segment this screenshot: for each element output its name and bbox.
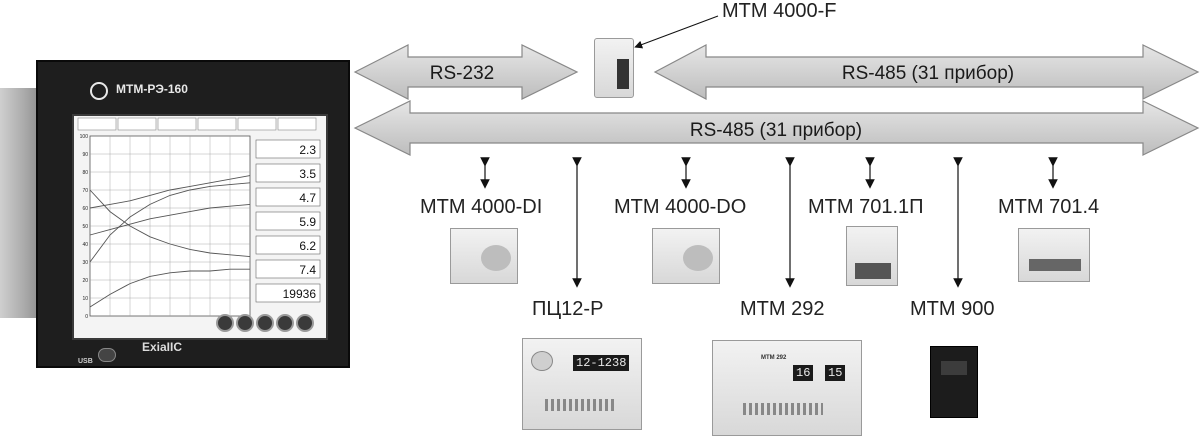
screen-tab (197, 117, 237, 131)
m292-panel: МТМ 292 16 15 (712, 340, 862, 436)
device-label-pc12: ПЦ12-Р (532, 298, 604, 320)
m900-device (930, 346, 978, 418)
recorder-trend-graph: 10090807060504030201002.33.54.75.96.27.4… (77, 117, 321, 320)
screen-tab (277, 117, 317, 131)
screen-y-tick: 20 (82, 278, 88, 284)
m292-display-left: 16 (793, 365, 814, 381)
device-label-900: МТМ 900 (910, 298, 995, 320)
module-701-4-image (1018, 228, 1090, 282)
module-do-logo (683, 245, 713, 271)
module-701-4-terminals (1029, 259, 1081, 271)
screen-tab (77, 117, 117, 131)
converter-connector (617, 59, 629, 89)
m292-vents (743, 403, 823, 415)
screen-readout-value: 4.7 (299, 191, 316, 205)
rs485-top-label: RS-485 (31 прибор) (842, 63, 1014, 84)
screen-readout-value: 3.5 (299, 167, 316, 181)
screen-y-tick: 30 (82, 260, 88, 266)
screen-readout-value: 2.3 (299, 143, 316, 157)
recorder-button-4[interactable] (276, 314, 294, 332)
screen-readout-box (255, 235, 321, 255)
screen-y-tick: 60 (82, 206, 88, 212)
converter-pointer (634, 15, 719, 49)
screen-trend-line (89, 268, 250, 308)
screen-tab (117, 117, 157, 131)
screen-readout-value: 5.9 (299, 215, 316, 229)
m900-display (941, 361, 967, 375)
screen-readout-value: 7.4 (299, 263, 316, 277)
pc12-vents (545, 399, 615, 411)
recorder-usb-label: USB (78, 358, 93, 365)
module-di-logo (481, 245, 511, 271)
pc12-panel: 12-1238 (522, 338, 642, 430)
recorder-side (0, 88, 42, 318)
screen-y-tick: 40 (82, 242, 88, 248)
screen-readout-box (255, 187, 321, 207)
screen-tab (157, 117, 197, 131)
module-di-image (450, 228, 518, 284)
converter-label: МТМ 4000-F (722, 0, 837, 22)
rs485-main-label: RS-485 (31 прибор) (690, 120, 862, 141)
recorder-button-5[interactable] (296, 314, 314, 332)
screen-y-tick: 100 (80, 134, 89, 140)
rs485-main-arrow (353, 100, 1200, 156)
module-701-1p-image (846, 226, 898, 286)
screen-y-tick: 0 (85, 314, 88, 320)
recorder-brand: ExiaIIC (142, 340, 183, 354)
recorder-logo-icon (90, 82, 108, 100)
device-label-di: МТМ 4000-DI (420, 196, 543, 218)
screen-y-tick: 50 (82, 224, 88, 230)
screen-tab (237, 117, 277, 131)
rs232-arrow (353, 44, 579, 100)
m292-model-text: МТМ 292 (761, 355, 787, 361)
screen-readout-box (255, 163, 321, 183)
rs232-label: RS-232 (430, 63, 494, 84)
recorder-button-3[interactable] (256, 314, 274, 332)
pc12-display: 12-1238 (573, 355, 630, 371)
module-701-1p-terminals (855, 263, 891, 279)
device-label-701-4: МТМ 701.4 (998, 196, 1100, 218)
screen-y-tick: 70 (82, 188, 88, 194)
screen-trend-line (89, 175, 251, 209)
device-links (480, 157, 1058, 288)
screen-readout-value: 6.2 (299, 239, 316, 253)
screen-y-tick: 10 (82, 296, 88, 302)
screen-readout-box (255, 139, 321, 159)
device-label-701-1p: МТМ 701.1П (808, 196, 924, 218)
screen-y-tick: 90 (82, 152, 88, 158)
recorder-button-2[interactable] (236, 314, 254, 332)
screen-trend-line (89, 189, 251, 258)
device-label-do: МТМ 4000-DO (614, 196, 747, 218)
rs485-top-arrow (653, 44, 1200, 100)
module-do-image (652, 228, 720, 284)
recorder-title: МТМ-РЭ-160 (116, 82, 188, 96)
screen-readout-value: 19936 (283, 287, 317, 301)
screen-trend-line (89, 182, 251, 263)
usb-port-icon (98, 348, 116, 362)
screen-y-tick: 80 (82, 170, 88, 176)
screen-trend-line (89, 203, 251, 236)
pc12-logo (531, 351, 553, 371)
device-label-292: МТМ 292 (740, 298, 825, 320)
screen-readout-box (255, 283, 321, 303)
converter-device (594, 38, 634, 98)
recorder-button-1[interactable] (216, 314, 234, 332)
screen-readout-box (255, 259, 321, 279)
m292-display-right: 15 (825, 365, 846, 381)
screen-readout-box (255, 211, 321, 231)
